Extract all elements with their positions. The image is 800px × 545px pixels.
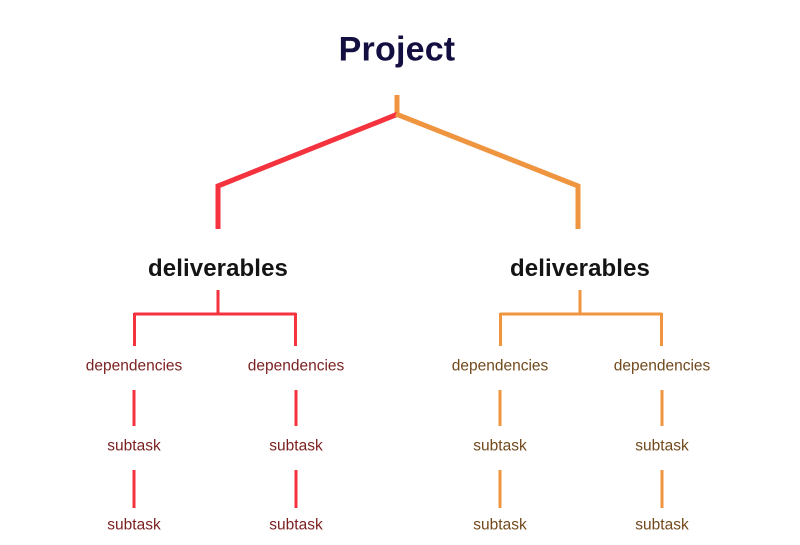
left-bracket-line (133, 312, 297, 346)
left-subtask-node-1a: subtask (107, 437, 161, 455)
right-bracket-line (499, 312, 663, 346)
right-deliverables-node: deliverables (510, 254, 650, 282)
right-subtask-node-1b: subtask (473, 516, 527, 534)
left-subtask-node-2a: subtask (269, 437, 323, 455)
left-subtask-node-1b: subtask (107, 516, 161, 534)
root-node-project: Project (338, 30, 456, 69)
right-subtask-node-2b: subtask (635, 516, 689, 534)
left-deliverables-node: deliverables (148, 254, 288, 282)
left-subtask-node-2b: subtask (269, 516, 323, 534)
left-dependencies-node-2: dependencies (247, 357, 345, 375)
right-subtask-node-2a: subtask (635, 437, 689, 455)
right-dependencies-node-1: dependencies (451, 357, 549, 375)
right-main-branch-line (395, 111, 581, 229)
left-dependencies-node-1: dependencies (85, 357, 183, 375)
left-main-branch-line (215, 111, 399, 229)
right-dependencies-node-2: dependencies (613, 357, 711, 375)
right-subtask-node-1a: subtask (473, 437, 527, 455)
